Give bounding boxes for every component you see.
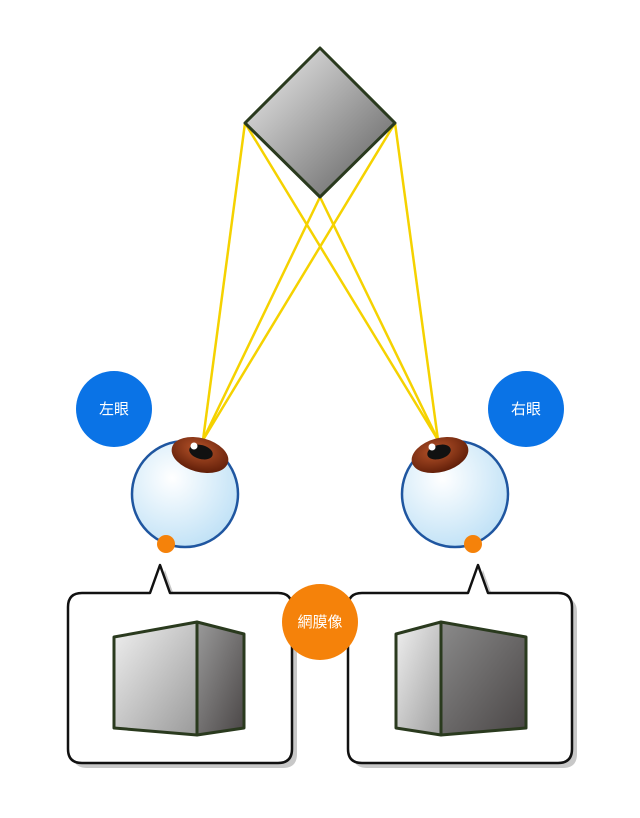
retinal-image-label: 網膜像: [297, 613, 342, 631]
ray-left-eye-1: [201, 122, 247, 441]
right-retinal-image-bubble: [346, 563, 577, 768]
light-rays: [201, 122, 440, 441]
left-cube-icon: [112, 620, 246, 737]
retinal-image-label-badge: 網膜像: [282, 584, 358, 660]
ray-right-eye-3: [393, 122, 440, 441]
right-cube-icon: [394, 620, 528, 737]
right-eye-label: 右眼: [511, 400, 541, 418]
ray-left-eye-3: [201, 122, 397, 441]
left-eye-label: 左眼: [99, 400, 129, 418]
left-eyeball-icon: [130, 436, 240, 549]
ray-right-eye-2: [318, 196, 440, 441]
left-eye-label-badge: 左眼: [76, 371, 152, 447]
ray-right-eye-1: [243, 122, 440, 441]
ray-left-eye-2: [201, 196, 322, 441]
left-retina-point: [157, 535, 175, 553]
right-eyeball-icon: [400, 436, 510, 549]
right-eye-label-badge: 右眼: [488, 371, 564, 447]
right-retina-point: [464, 535, 482, 553]
diamond-object: [243, 46, 397, 199]
left-retinal-image-bubble: [66, 563, 297, 768]
